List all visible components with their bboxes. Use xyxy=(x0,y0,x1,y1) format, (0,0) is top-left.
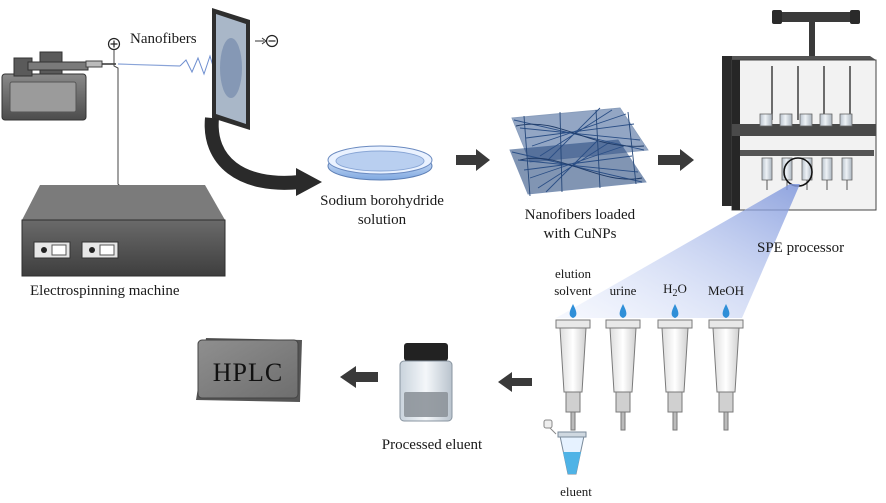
petri-dish xyxy=(327,145,433,181)
arrow-spe-to-eluent xyxy=(498,372,532,392)
droplet-urine-icon xyxy=(619,304,627,318)
sodium-borohydride-label-line2: solution xyxy=(357,212,407,228)
h2o-label: H2O xyxy=(663,281,687,299)
hplc-label: HPLC xyxy=(212,358,284,387)
droplet-meoh-icon xyxy=(722,304,730,318)
spe-cartridge-4 xyxy=(708,319,744,431)
spe-cartridge-1 xyxy=(555,319,591,431)
electrospinning-machine xyxy=(21,185,226,277)
elution-solvent-label-line2: solvent xyxy=(554,283,592,298)
electrospinning-machine-label: Electrospinning machine xyxy=(30,283,180,299)
urine-label: urine xyxy=(609,283,637,298)
nanofibers-loaded-label-line1: Nanofibers loaded xyxy=(524,207,636,223)
nanofibers-label: Nanofibers xyxy=(130,31,197,47)
positive-terminal-icon xyxy=(107,37,121,51)
spe-cartridge-2 xyxy=(605,319,641,431)
arrow-dish-to-fibers xyxy=(456,149,490,171)
hplc-box xyxy=(196,338,302,402)
eluent-label: eluent xyxy=(560,484,592,499)
processed-eluent-label: Processed eluent xyxy=(381,437,483,453)
arrow-fibers-to-spe xyxy=(658,149,694,171)
curved-arrow-head xyxy=(296,168,322,196)
sodium-borohydride-label-line1: Sodium borohydride xyxy=(320,193,444,209)
spe-processor xyxy=(722,10,877,211)
negative-terminal-icon xyxy=(255,34,279,48)
spe-processor-label: SPE processor xyxy=(757,240,845,256)
droplet-icons xyxy=(569,304,730,318)
elution-solvent-label-line1: elution xyxy=(554,266,592,281)
eluent-tube xyxy=(543,419,587,475)
eluent-jar xyxy=(399,343,453,422)
spe-cartridge-row xyxy=(555,319,744,431)
collector-plate xyxy=(212,8,250,130)
nanofibers-loaded-label-line2: with CuNPs xyxy=(543,226,617,242)
curved-arrow-to-dish xyxy=(204,117,301,190)
syringe-pump xyxy=(1,51,116,121)
electrode-wire xyxy=(113,50,123,189)
nanofiber-mesh xyxy=(509,107,649,197)
spe-cartridge-3 xyxy=(657,319,693,431)
arrow-eluent-to-hplc xyxy=(340,366,378,388)
droplet-elution-icon xyxy=(569,304,577,318)
droplet-h2o-icon xyxy=(671,304,679,318)
magnification-beam xyxy=(556,184,800,318)
meoh-label: MeOH xyxy=(707,283,745,298)
